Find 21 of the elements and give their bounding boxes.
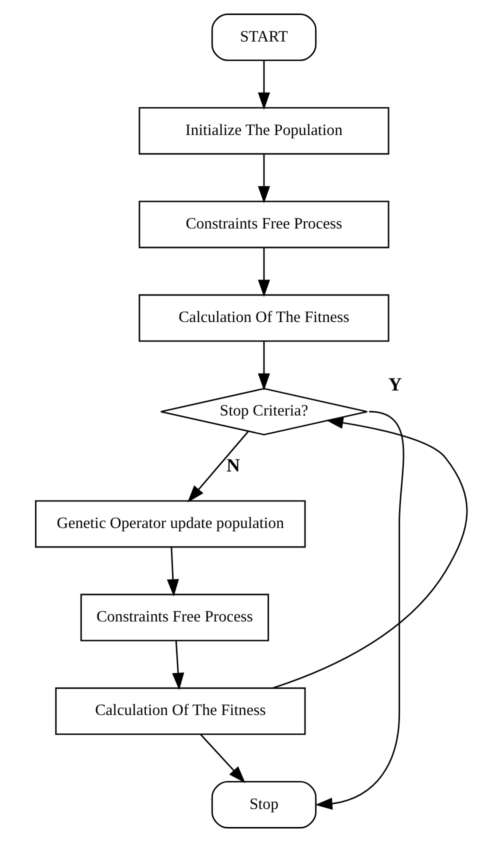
- node-box: Constraints Free Process: [80, 594, 269, 642]
- arrow: [166, 547, 178, 597]
- arrow: [200, 734, 245, 784]
- node-box: Stop: [210, 780, 316, 828]
- arrow: [314, 410, 404, 810]
- arrow: [272, 416, 468, 689]
- node-box: Constraints Free Process: [138, 200, 389, 248]
- arrow: [257, 154, 270, 204]
- node-box: Initialize The Population: [138, 107, 389, 155]
- node-box: Calculation Of The Fitness: [138, 294, 389, 342]
- node-box: Genetic Operator update population: [34, 500, 306, 548]
- arrow: [172, 640, 184, 690]
- arrow: [257, 248, 270, 298]
- arrow: [257, 341, 270, 391]
- node-box: START: [210, 14, 316, 62]
- node-diamond: Stop Criteria?: [160, 388, 368, 436]
- arrow: [257, 60, 270, 110]
- edge-label: N: [226, 455, 240, 476]
- arrow: [187, 431, 248, 502]
- edge-label: Y: [388, 374, 402, 396]
- node-box: Calculation Of The Fitness: [54, 687, 306, 735]
